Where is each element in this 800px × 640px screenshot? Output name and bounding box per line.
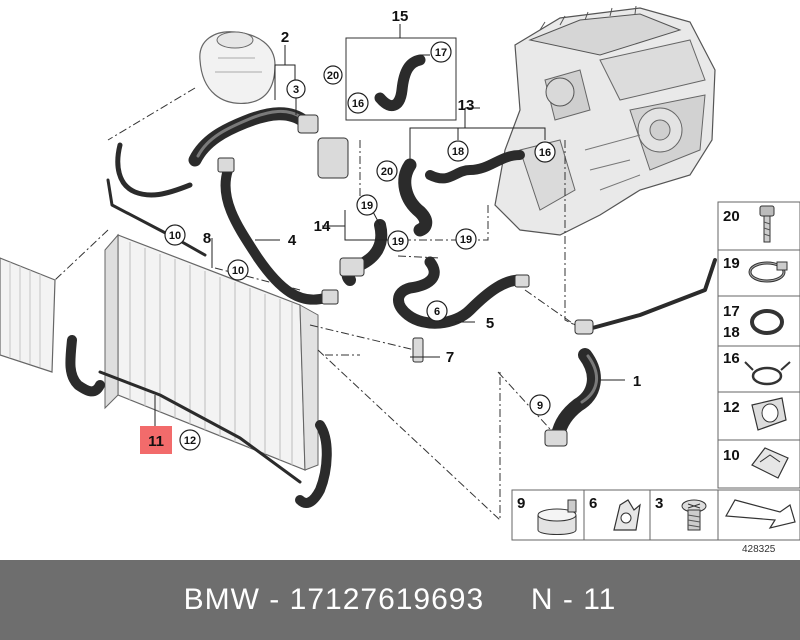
legend-right: 20 19 17 18 16 12 10 bbox=[717, 201, 800, 489]
svg-text:19: 19 bbox=[460, 234, 472, 246]
footer-brand: BMW bbox=[183, 583, 260, 616]
screw-plug-icon bbox=[681, 499, 707, 531]
circled-callout-12: 12 bbox=[179, 429, 201, 451]
clip-icon bbox=[751, 447, 789, 479]
circled-callout-17: 17 bbox=[430, 41, 452, 63]
holder-clip-icon bbox=[613, 499, 641, 531]
legend-label-10: 10 bbox=[723, 447, 740, 464]
callout-15: 15 bbox=[392, 8, 409, 25]
legend-label-16: 16 bbox=[723, 350, 740, 367]
legend-bottom: 9 6 3 bbox=[511, 489, 800, 541]
spring-clamp-icon bbox=[744, 361, 791, 386]
circled-callout-16a: 16 bbox=[347, 92, 369, 114]
hose-clamp-icon bbox=[748, 261, 788, 283]
sleeve-icon bbox=[751, 397, 787, 431]
callout-11: 11 bbox=[148, 433, 164, 450]
circled-callout-3: 3 bbox=[286, 79, 306, 99]
callout-11-highlight: 11 bbox=[140, 426, 172, 454]
legend-label-17: 17 bbox=[723, 303, 740, 320]
footer-separator: - bbox=[259, 583, 290, 616]
callout-8: 8 bbox=[203, 230, 211, 247]
diagram-id: 428325 bbox=[742, 544, 776, 555]
callout-7: 7 bbox=[446, 349, 454, 366]
circled-callout-19a: 19 bbox=[356, 194, 378, 216]
callouts: 15 2 13 14 8 4 5 7 1 11 3 20 17 16 18 16… bbox=[140, 8, 641, 454]
parts-diagram: 15 2 13 14 8 4 5 7 1 11 3 20 17 16 18 16… bbox=[0, 5, 800, 555]
svg-text:10: 10 bbox=[232, 265, 244, 277]
legend-label-3: 3 bbox=[655, 495, 663, 512]
callout-4: 4 bbox=[288, 232, 297, 249]
svg-text:9: 9 bbox=[537, 400, 543, 412]
svg-text:16: 16 bbox=[352, 98, 364, 110]
svg-text:19: 19 bbox=[361, 200, 373, 212]
svg-text:6: 6 bbox=[434, 306, 440, 318]
legend-label-20: 20 bbox=[723, 208, 740, 225]
auxiliary-cooler bbox=[0, 257, 56, 373]
svg-text:16: 16 bbox=[539, 147, 551, 159]
callout-5: 5 bbox=[486, 315, 494, 332]
callout-2: 2 bbox=[281, 29, 289, 46]
bolt-icon bbox=[759, 205, 775, 243]
svg-text:17: 17 bbox=[435, 47, 447, 59]
radiator bbox=[104, 233, 319, 471]
footer-bar: BMW - 17127619693 N - 11 bbox=[0, 560, 800, 640]
circled-callout-20b: 20 bbox=[376, 160, 398, 182]
callout-14: 14 bbox=[314, 218, 331, 235]
svg-text:18: 18 bbox=[452, 146, 464, 158]
callout-13: 13 bbox=[458, 97, 475, 114]
svg-text:12: 12 bbox=[184, 435, 196, 447]
legend-label-9: 9 bbox=[517, 495, 525, 512]
svg-text:20: 20 bbox=[381, 166, 393, 178]
circled-callout-18: 18 bbox=[447, 140, 469, 162]
legend-label-12: 12 bbox=[723, 399, 740, 416]
svg-text:10: 10 bbox=[169, 230, 181, 242]
leader-lines bbox=[154, 24, 625, 428]
circled-callout-19b: 19 bbox=[387, 230, 409, 252]
engine-block bbox=[494, 5, 716, 236]
assembly-box-15 bbox=[345, 37, 457, 121]
footer-part-number: 17127619693 bbox=[289, 583, 485, 616]
circled-callout-20a: 20 bbox=[323, 65, 343, 85]
callout-1: 1 bbox=[633, 373, 641, 390]
footer-gap bbox=[484, 583, 531, 617]
connector-fittings bbox=[217, 114, 594, 447]
circled-callout-19c: 19 bbox=[455, 228, 477, 250]
o-ring-icon bbox=[750, 309, 784, 335]
direction-arrow-icon bbox=[725, 499, 796, 529]
footer-n-value: 11 bbox=[583, 583, 617, 616]
legend-label-18: 18 bbox=[723, 324, 740, 341]
footer-n-prefix: N - bbox=[530, 583, 584, 616]
legend-label-19: 19 bbox=[723, 255, 740, 272]
svg-text:19: 19 bbox=[392, 236, 404, 248]
dash-dot-lines bbox=[54, 87, 586, 522]
circled-callout-16b: 16 bbox=[534, 141, 556, 163]
circled-callout-10a: 10 bbox=[164, 224, 186, 246]
circled-callout-6: 6 bbox=[426, 300, 448, 322]
hose-lines bbox=[65, 54, 717, 508]
legend-label-6: 6 bbox=[589, 495, 597, 512]
circled-callout-9: 9 bbox=[529, 394, 551, 416]
expansion-tank bbox=[199, 31, 276, 104]
svg-text:20: 20 bbox=[327, 70, 339, 82]
circled-callout-10b: 10 bbox=[227, 259, 249, 281]
band-clamp-icon bbox=[537, 499, 577, 535]
svg-text:3: 3 bbox=[293, 84, 299, 96]
